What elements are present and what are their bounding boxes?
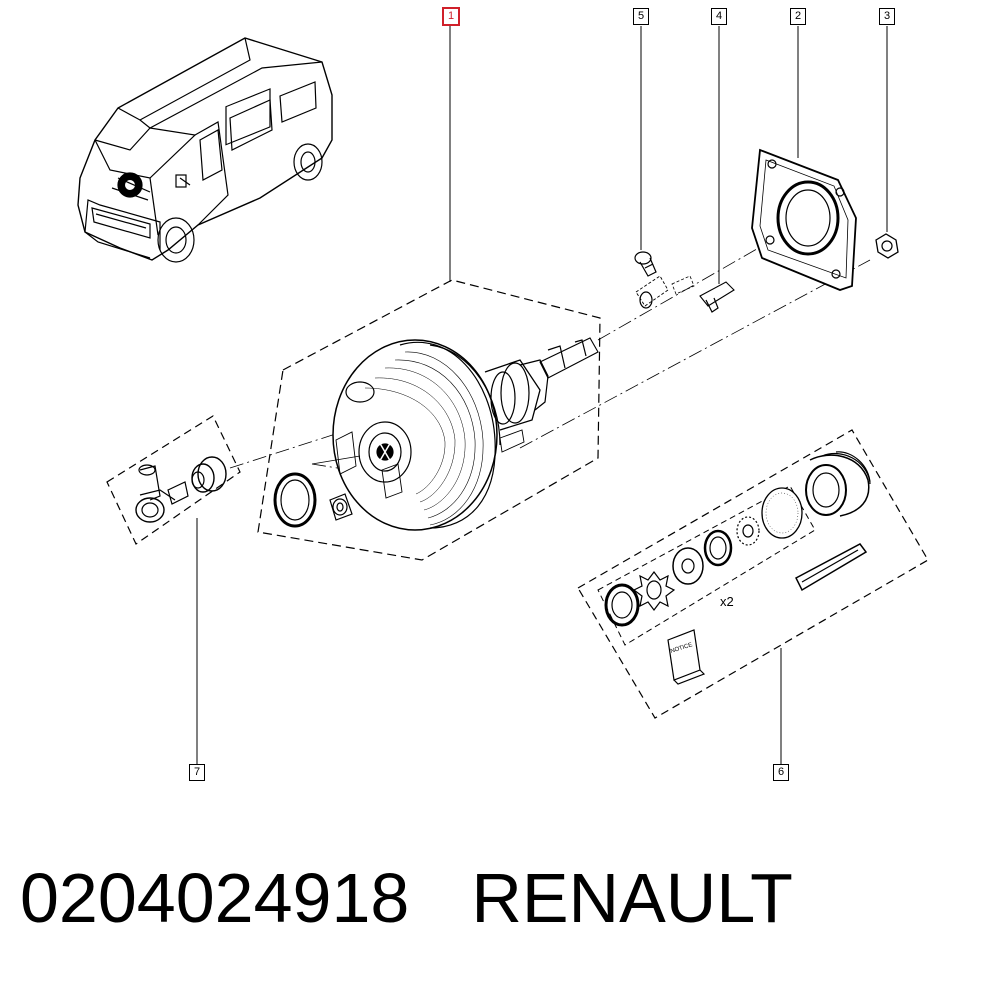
nut (875, 233, 899, 259)
brake-booster (332, 337, 599, 531)
part-number: 0204024918 (20, 859, 410, 937)
vacuum-fitting-group (106, 415, 241, 545)
callout-4[interactable]: 4 (711, 8, 727, 25)
kit-quantity-label: x2 (720, 594, 734, 609)
callout-7[interactable]: 7 (189, 764, 205, 781)
axis-lines (229, 229, 871, 477)
van-illustration (77, 37, 333, 263)
part-footer: 0204024918 RENAULT (20, 858, 793, 948)
leader-lines (196, 26, 888, 764)
callout-2[interactable]: 2 (790, 8, 806, 25)
callout-6[interactable]: 6 (773, 764, 789, 781)
callout-3[interactable]: 3 (879, 8, 895, 25)
callout-1[interactable]: 1 (442, 7, 460, 26)
gasket-plate (751, 148, 857, 291)
clevis-pin (634, 251, 669, 309)
booster-group-outline (257, 279, 601, 561)
seal-ring (273, 455, 361, 528)
clip (671, 275, 735, 313)
brand-name: RENAULT (471, 859, 793, 937)
callout-5[interactable]: 5 (633, 8, 649, 25)
repair-kit-group (577, 429, 929, 719)
